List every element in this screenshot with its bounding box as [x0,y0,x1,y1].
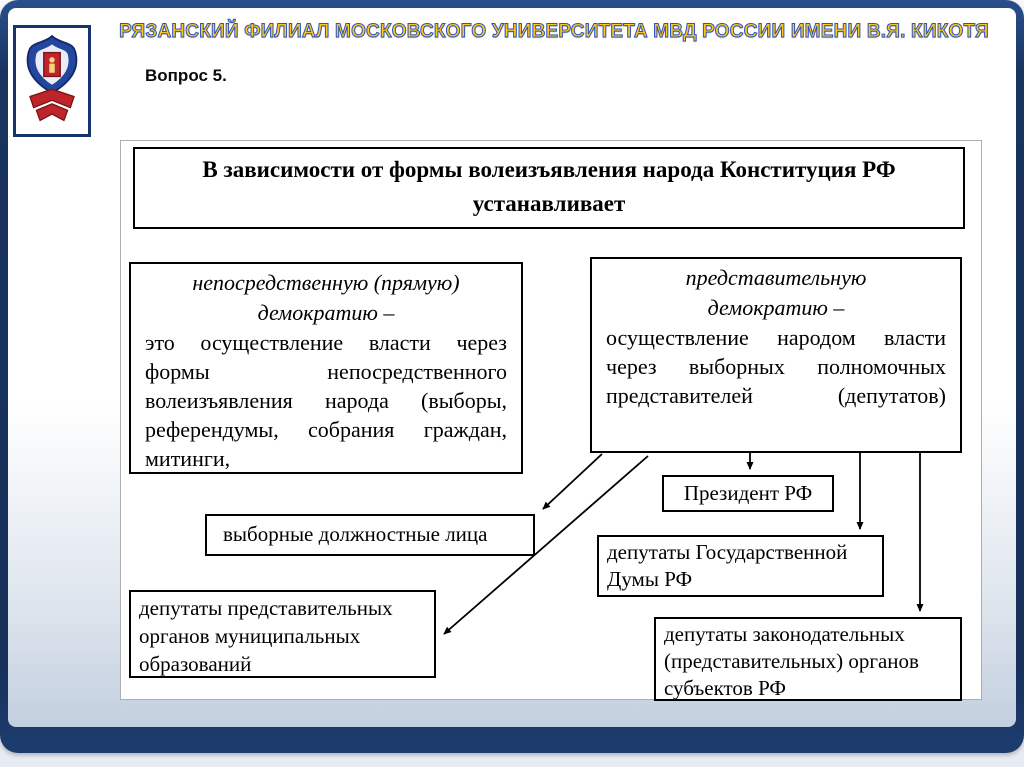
slide-title: РЯЗАНСКИЙ ФИЛИАЛ МОСКОВСКОГО УНИВЕРСИТЕТ… [119,21,990,43]
direct-democracy-body: это осуществление власти через формы неп… [145,330,507,471]
mvd-crest-icon [13,25,91,137]
diagram-title-box: В зависимости от формы волеизъявления на… [133,147,965,229]
node-municipal-deputies: депутаты представительных органов муници… [129,590,436,678]
direct-democracy-heading: непосредственную (прямую) демократию – [192,270,460,325]
node-elected-officials: выборные должностные лица [205,514,535,556]
question-label: Вопрос 5. [145,66,227,85]
representative-democracy-heading: представительную демократию – [685,265,867,320]
node-regional-deputies: депутаты законодательных (представительн… [654,617,962,701]
node-duma-deputies: депутаты Государственной Думы РФ [597,535,884,597]
diagram-title-text: В зависимости от формы волеизъявления на… [202,157,896,216]
mvd-crest-graphic [26,34,78,122]
representative-democracy-box: представительную демократию – осуществле… [590,257,962,453]
direct-democracy-box: непосредственную (прямую) демократию – э… [129,262,523,474]
node-president: Президент РФ [662,475,834,512]
representative-democracy-body: осуществление народом власти через выбор… [606,325,946,408]
